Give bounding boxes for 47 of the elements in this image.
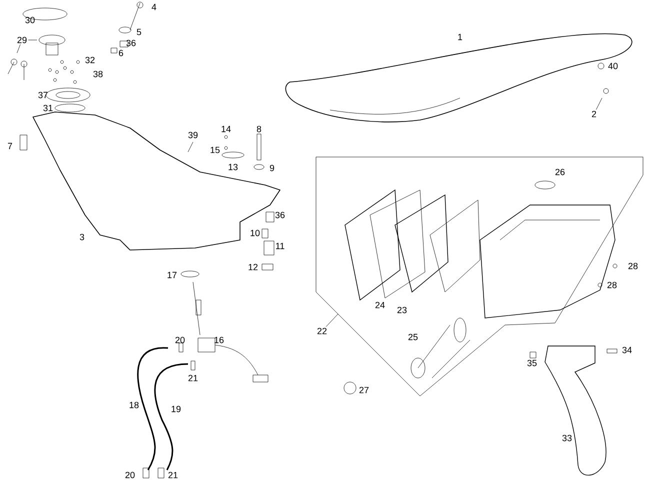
callout-number: 15 [210, 146, 220, 154]
callout-number: 21 [188, 374, 198, 382]
callout-number: 7 [8, 142, 12, 150]
callout-number: 24 [375, 302, 385, 308]
callout-number: 11 [276, 242, 284, 250]
callout-number: 36 [275, 212, 285, 218]
callout-number: 10 [250, 230, 260, 236]
leader-line [326, 314, 338, 327]
callout-number: 40 [608, 62, 618, 70]
callout-number: 32 [85, 56, 95, 64]
callout-number: 18 [130, 402, 139, 408]
callout-number: 39 [188, 132, 198, 138]
callout-number: 17 [168, 272, 177, 278]
callout-number: 20 [125, 472, 135, 478]
leader-line [596, 98, 602, 110]
callout-number: 36 [126, 40, 136, 46]
callout-number: 1 [458, 34, 462, 40]
callout-number: 23 [397, 306, 407, 314]
callout-number: 26 [555, 168, 565, 176]
callout-number: 13 [228, 164, 238, 170]
callout-number: 8 [256, 126, 262, 132]
callout-number: 31 [43, 104, 53, 112]
callout-number: 2 [592, 110, 596, 118]
callout-number: 20 [175, 336, 185, 344]
callout-number: 35 [527, 360, 537, 366]
callout-number: 22 [317, 328, 327, 334]
callout-number: 5 [136, 28, 142, 36]
callout-number: 37 [38, 92, 48, 98]
callout-number: 28 [607, 282, 617, 288]
leader-line [16, 44, 21, 54]
callout-number: 25 [408, 334, 418, 340]
callout-number: 6 [118, 50, 124, 56]
callout-number: 4 [152, 4, 156, 10]
callout-number: 38 [93, 70, 103, 78]
callout-number: 30 [25, 16, 35, 24]
callout-number: 21 [168, 472, 178, 478]
callout-number: 9 [270, 164, 274, 172]
callout-number: 19 [172, 406, 181, 412]
callout-number: 16 [214, 336, 224, 344]
callout-number: 12 [248, 264, 258, 270]
callout-number: 14 [222, 126, 231, 132]
callout-number: 3 [80, 234, 84, 240]
callout-number: 33 [562, 434, 572, 442]
callout-number: 29 [17, 36, 27, 44]
callout-number: 28 [628, 262, 638, 270]
callout-number: 34 [622, 346, 632, 354]
callout-number: 27 [359, 386, 369, 394]
